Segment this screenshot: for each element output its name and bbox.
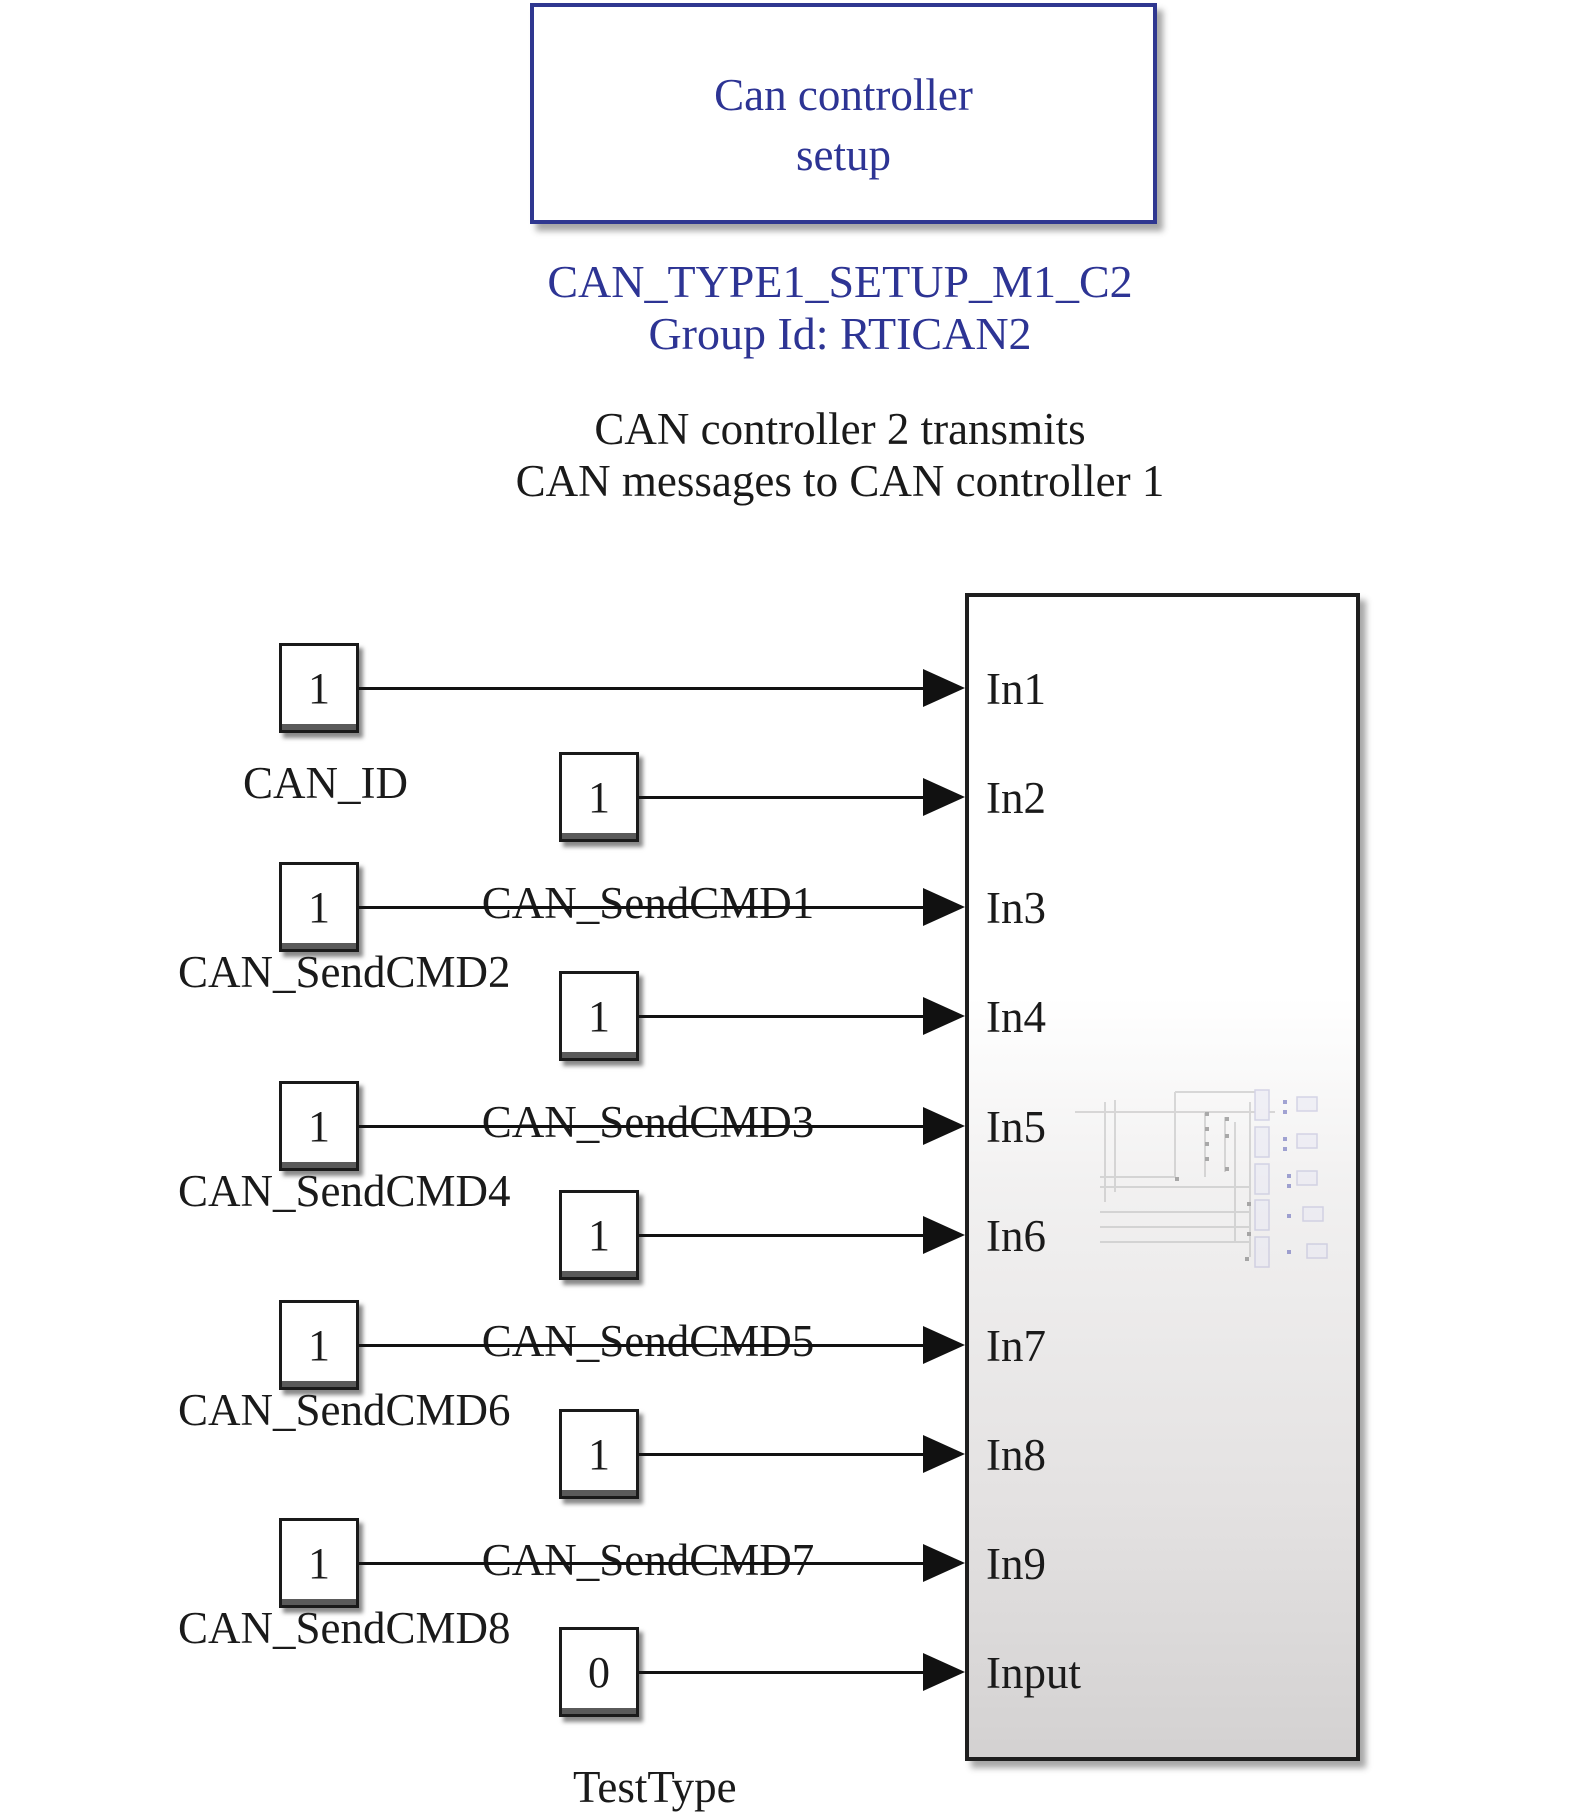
constant-block-testtype[interactable]: 0 — [559, 1627, 639, 1717]
arrowhead-icon — [923, 1653, 965, 1691]
constant-value: 1 — [308, 1101, 330, 1151]
arrowhead-icon — [923, 997, 965, 1035]
constant-block-can-sendcmd5[interactable]: 1 — [559, 1190, 639, 1280]
signal-line[interactable] — [639, 1015, 925, 1018]
signal-line[interactable] — [639, 796, 925, 799]
constant-block-can-sendcmd3[interactable]: 1 — [559, 971, 639, 1061]
signal-line[interactable] — [359, 687, 925, 690]
block-name-label: TestType — [573, 1762, 737, 1812]
arrowhead-icon — [923, 1544, 965, 1582]
port-label-in1: In1 — [986, 664, 1046, 714]
port-label-in8: In8 — [986, 1430, 1046, 1480]
signal-line[interactable] — [359, 1562, 925, 1565]
arrowhead-icon — [923, 888, 965, 926]
arrowhead-icon — [923, 778, 965, 816]
arrowhead-icon — [923, 1107, 965, 1145]
signal-line[interactable] — [639, 1234, 925, 1237]
signal-line[interactable] — [359, 906, 925, 909]
constant-block-can-sendcmd1[interactable]: 1 — [559, 752, 639, 842]
block-name-label: CAN_SendCMD6 — [178, 1385, 511, 1435]
port-label-in7: In7 — [986, 1321, 1046, 1371]
signal-line[interactable] — [639, 1453, 925, 1456]
annotation-line2: CAN messages to CAN controller 1 — [515, 456, 1165, 506]
signal-name-label: CAN_SendCMD3 — [481, 1097, 815, 1147]
signal-name-label: CAN_SendCMD5 — [481, 1316, 815, 1366]
setup-block-line2: setup — [796, 130, 891, 180]
port-label-in2: In2 — [986, 773, 1046, 823]
arrowhead-icon — [923, 1435, 965, 1473]
constant-block-can-sendcmd2[interactable]: 1 — [279, 862, 359, 952]
port-label-in5: In5 — [986, 1102, 1046, 1152]
signal-line[interactable] — [639, 1671, 925, 1674]
port-label-input: Input — [986, 1648, 1081, 1698]
signal-line[interactable] — [359, 1344, 925, 1347]
constant-value: 1 — [588, 1210, 610, 1260]
constant-block-can-id[interactable]: 1 — [279, 643, 359, 733]
signal-line[interactable] — [359, 1125, 925, 1128]
block-name-label: CAN_SendCMD8 — [178, 1603, 511, 1653]
constant-value: 1 — [308, 1320, 330, 1370]
setup-block-group-id: Group Id: RTICAN2 — [648, 308, 1032, 359]
port-label-in3: In3 — [986, 883, 1046, 933]
constant-value: 1 — [308, 882, 330, 932]
constant-block-can-sendcmd4[interactable]: 1 — [279, 1081, 359, 1171]
block-name-label: CAN_ID — [243, 758, 408, 808]
constant-value: 1 — [588, 1429, 610, 1479]
constant-value: 1 — [588, 772, 610, 822]
annotation-line1: CAN controller 2 transmits — [594, 404, 1086, 454]
subsystem-preview-icon — [1075, 1089, 1328, 1268]
setup-block-text: Can controller setup — [534, 65, 1153, 185]
can-controller-setup-block[interactable]: Can controller setup — [530, 3, 1157, 224]
signal-name-label: CAN_SendCMD1 — [481, 878, 815, 928]
constant-value: 1 — [308, 1538, 330, 1588]
setup-block-line1: Can controller — [714, 70, 973, 120]
constant-block-can-sendcmd8[interactable]: 1 — [279, 1518, 359, 1608]
constant-block-can-sendcmd7[interactable]: 1 — [559, 1409, 639, 1499]
arrowhead-icon — [923, 1216, 965, 1254]
signal-name-label: CAN_SendCMD7 — [481, 1535, 815, 1585]
arrowhead-icon — [923, 1326, 965, 1364]
block-name-label: CAN_SendCMD2 — [178, 947, 511, 997]
constant-value: 1 — [308, 663, 330, 713]
constant-value: 0 — [588, 1647, 610, 1697]
port-label-in6: In6 — [986, 1211, 1046, 1261]
arrowhead-icon — [923, 669, 965, 707]
constant-block-can-sendcmd6[interactable]: 1 — [279, 1300, 359, 1390]
port-label-in4: In4 — [986, 992, 1046, 1042]
constant-value: 1 — [588, 991, 610, 1041]
block-name-label: CAN_SendCMD4 — [178, 1166, 511, 1216]
setup-block-name: CAN_TYPE1_SETUP_M1_C2 — [547, 256, 1133, 307]
port-label-in9: In9 — [986, 1539, 1046, 1589]
